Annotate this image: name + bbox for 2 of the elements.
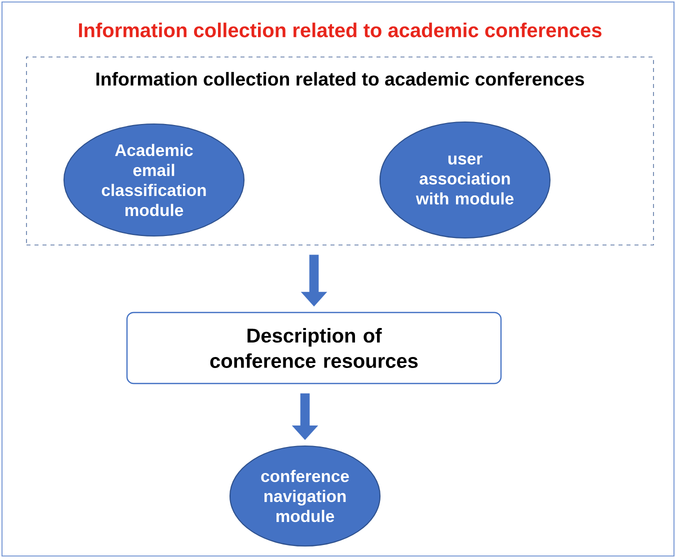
title: Information collection related to academic conferences [79, 22, 602, 38]
process-box: Description of conference resources [126, 312, 502, 384]
